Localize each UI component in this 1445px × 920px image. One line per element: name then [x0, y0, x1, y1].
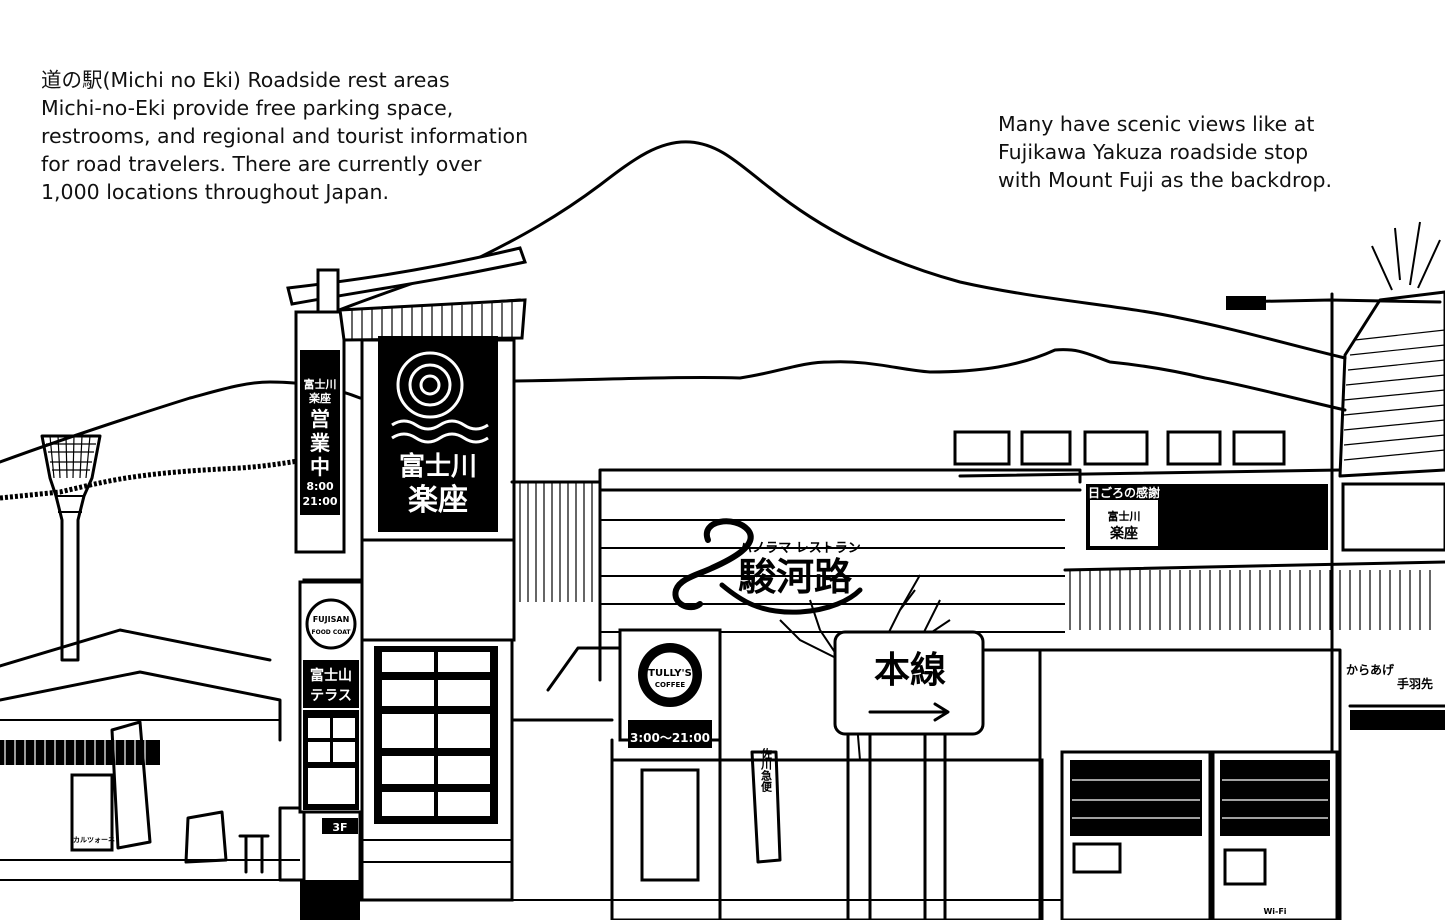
- caption-right-line: Fujikawa Yakuza roadside stop: [998, 140, 1309, 164]
- banner-left-label: 日ごろの感謝: [1088, 485, 1160, 500]
- directory-board: [360, 638, 514, 902]
- tullys-name: TULLY'S: [648, 668, 692, 679]
- open-char-1: 営: [310, 407, 330, 431]
- center-building: [510, 468, 1082, 920]
- shop-left-label: カルツォーネ: [73, 836, 115, 844]
- open-from: 8:00: [306, 480, 334, 493]
- honsen-label: 本線: [874, 650, 946, 691]
- karaage-label-2: 手羽先: [1397, 676, 1433, 691]
- lattice-tower: [40, 434, 102, 662]
- tower-label-small-2: 楽座: [308, 391, 331, 405]
- floor-label: 3F: [332, 821, 347, 834]
- hedge-line: [0, 457, 306, 501]
- flag-banner: [750, 750, 782, 864]
- restaurant-sign: [672, 518, 863, 615]
- caption-left-line: Michi-no-Eki provide free parking space,: [41, 96, 454, 120]
- mountain-ridge: [513, 348, 1347, 412]
- caption-left-line: restrooms, and regional and tourist info…: [41, 124, 529, 148]
- caption-right: Many have scenic views like at Fujikawa …: [998, 110, 1332, 194]
- restaurant-name: 駿河路: [738, 555, 853, 599]
- caption-left-line: 道の駅(Michi no Eki) Roadside rest areas: [41, 68, 450, 92]
- main-sign: [338, 298, 527, 642]
- tower-label-small: 富士川: [304, 377, 337, 391]
- right-building: [953, 430, 1445, 920]
- tullys-hours: 3:00〜21:00: [630, 731, 710, 745]
- streetlight: [1226, 221, 1445, 762]
- main-sign-line1: 富士川: [399, 451, 477, 482]
- caption-left-line: for road travelers. There are currently …: [41, 152, 482, 176]
- open-char-3: 中: [310, 455, 330, 479]
- open-char-2: 業: [310, 431, 331, 455]
- tullys-coffee: COFFEE: [655, 681, 685, 689]
- caption-right-line: with Mount Fuji as the backdrop.: [998, 168, 1333, 192]
- tullys-sign: [610, 628, 722, 920]
- fujisan-label: FUJISAN: [313, 615, 350, 624]
- banner-brand-1: 富士川: [1108, 509, 1141, 523]
- caption-left-line: 1,000 locations throughout Japan.: [41, 180, 390, 204]
- terrace-label-2: テラス: [310, 688, 352, 704]
- restaurant-small-label: パノラマ レストラン: [739, 541, 861, 556]
- karaage-label-1: からあげ: [1346, 662, 1395, 677]
- food-coat-label: FOOD COAT: [312, 629, 352, 636]
- left-building: [0, 628, 320, 882]
- open-to: 21:00: [302, 495, 337, 508]
- flag-label: 佐川急便: [760, 747, 774, 793]
- banner-brand-2: 楽座: [1109, 525, 1138, 542]
- caption-left: 道の駅(Michi no Eki) Roadside rest areas Mi…: [41, 66, 528, 206]
- vending-wifi: Wi-Fi: [1263, 907, 1286, 916]
- terrace-label-1: 富士山: [310, 667, 352, 684]
- vending-machines: [1060, 750, 1339, 920]
- main-sign-line2: 楽座: [408, 483, 468, 518]
- highway-sign: [833, 630, 985, 920]
- caption-right-line: Many have scenic views like at: [998, 112, 1315, 136]
- food-coat-sign: [298, 580, 364, 834]
